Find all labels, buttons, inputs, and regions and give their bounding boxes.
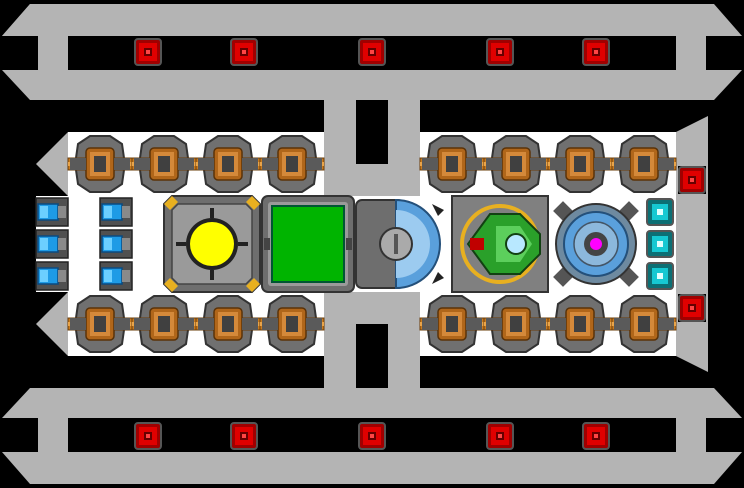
red-armor-block-icon[interactable] <box>581 37 611 67</box>
cyan-connector-icon[interactable] <box>646 262 674 290</box>
cannon-turret-icon[interactable] <box>259 295 325 353</box>
cannon-turret-icon[interactable] <box>419 135 485 193</box>
warp-core-module[interactable] <box>553 201 639 287</box>
reactor-module[interactable] <box>163 195 261 293</box>
cannon-turret-icon[interactable] <box>611 135 677 193</box>
cockpit-module[interactable] <box>451 195 549 293</box>
red-armor-block-icon[interactable] <box>485 421 515 451</box>
cannon-turret-icon[interactable] <box>611 295 677 353</box>
cannon-turret-icon[interactable] <box>67 135 133 193</box>
cannon-turret-icon[interactable] <box>131 135 197 193</box>
battery-cell-icon[interactable] <box>35 229 69 259</box>
cannon-turret-icon[interactable] <box>547 295 613 353</box>
red-armor-block-icon[interactable] <box>677 165 707 195</box>
green-cargo-icon <box>271 205 345 283</box>
cannon-turret-icon[interactable] <box>547 135 613 193</box>
cannon-turret-icon[interactable] <box>195 295 261 353</box>
red-armor-block-icon[interactable] <box>485 37 515 67</box>
cyan-connector-nodes <box>646 198 674 290</box>
cannon-turret-icon[interactable] <box>483 295 549 353</box>
shield-module[interactable] <box>355 198 444 290</box>
red-armor-block-icon[interactable] <box>133 37 163 67</box>
battery-cell-icon[interactable] <box>99 229 133 259</box>
battery-cell-icon[interactable] <box>35 261 69 291</box>
cannon-turret-icon[interactable] <box>195 135 261 193</box>
cannon-turret-icon[interactable] <box>67 295 133 353</box>
red-armor-block-icon[interactable] <box>229 37 259 67</box>
red-armor-block-icon[interactable] <box>133 421 163 451</box>
battery-cell-icon[interactable] <box>99 261 133 291</box>
cannon-turret-icon[interactable] <box>131 295 197 353</box>
red-armor-block-icon[interactable] <box>677 293 707 323</box>
reactor-core-icon <box>190 222 234 266</box>
red-armor-block-icon[interactable] <box>357 421 387 451</box>
red-armor-block-icon[interactable] <box>229 421 259 451</box>
cannon-turret-icon[interactable] <box>419 295 485 353</box>
cyan-connector-icon[interactable] <box>646 230 674 258</box>
red-armor-block-icon[interactable] <box>357 37 387 67</box>
battery-cell-icon[interactable] <box>99 197 133 227</box>
warp-core-icon <box>590 238 602 250</box>
battery-cell-icon[interactable] <box>35 197 69 227</box>
cyan-connector-icon[interactable] <box>646 198 674 226</box>
cargo-module[interactable] <box>261 195 355 293</box>
red-armor-block-icon[interactable] <box>581 421 611 451</box>
right-hull-strip <box>676 196 708 292</box>
cannon-turret-icon[interactable] <box>259 135 325 193</box>
cannon-turret-icon[interactable] <box>483 135 549 193</box>
